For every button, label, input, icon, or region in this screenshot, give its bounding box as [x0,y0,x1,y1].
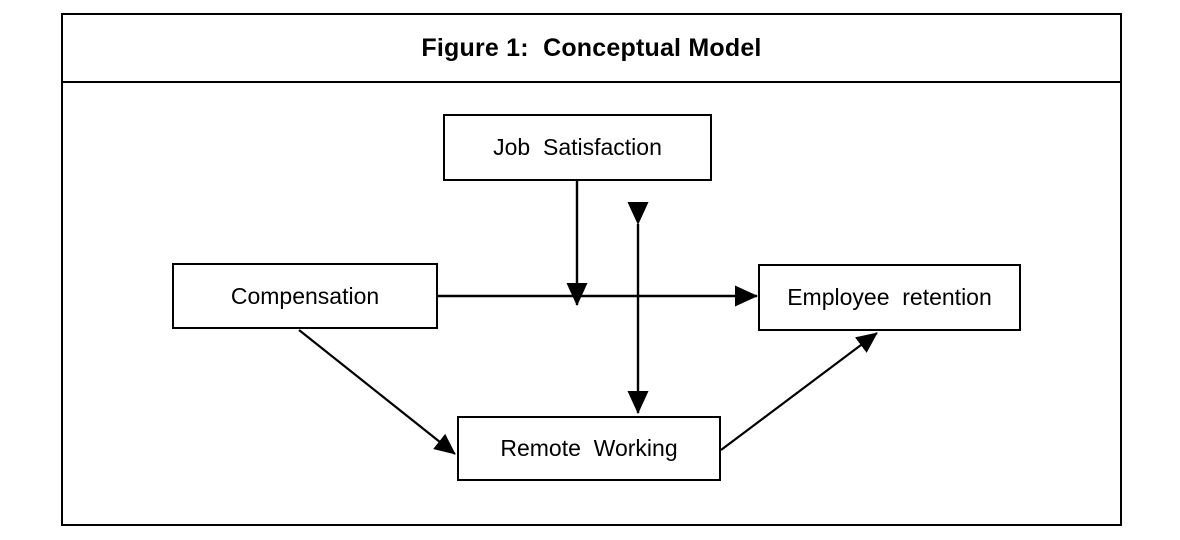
figure-frame: Figure 1: Conceptual Model [61,13,1122,526]
node-job-satisfaction: Job Satisfaction [443,114,712,181]
node-employee-retention-label: Employee retention [787,284,992,310]
node-job-satisfaction-label: Job Satisfaction [493,134,662,160]
node-remote-working-label: Remote Working [500,435,678,461]
arrow-remote-working-to-employee-retention [720,332,878,451]
node-compensation-label: Compensation [230,282,380,309]
figure-title: Figure 1: Conceptual Model [421,33,762,62]
arrow-layer [63,83,1120,524]
node-compensation: Compensation [172,263,438,329]
node-employee-retention: Employee retention [758,264,1021,331]
diagram-canvas: Job Satisfaction Compensation Employee r… [63,83,1120,524]
figure-header: Figure 1: Conceptual Model [63,15,1120,83]
arrow-compensation-to-remote-working [298,329,456,455]
node-remote-working: Remote Working [457,416,721,481]
